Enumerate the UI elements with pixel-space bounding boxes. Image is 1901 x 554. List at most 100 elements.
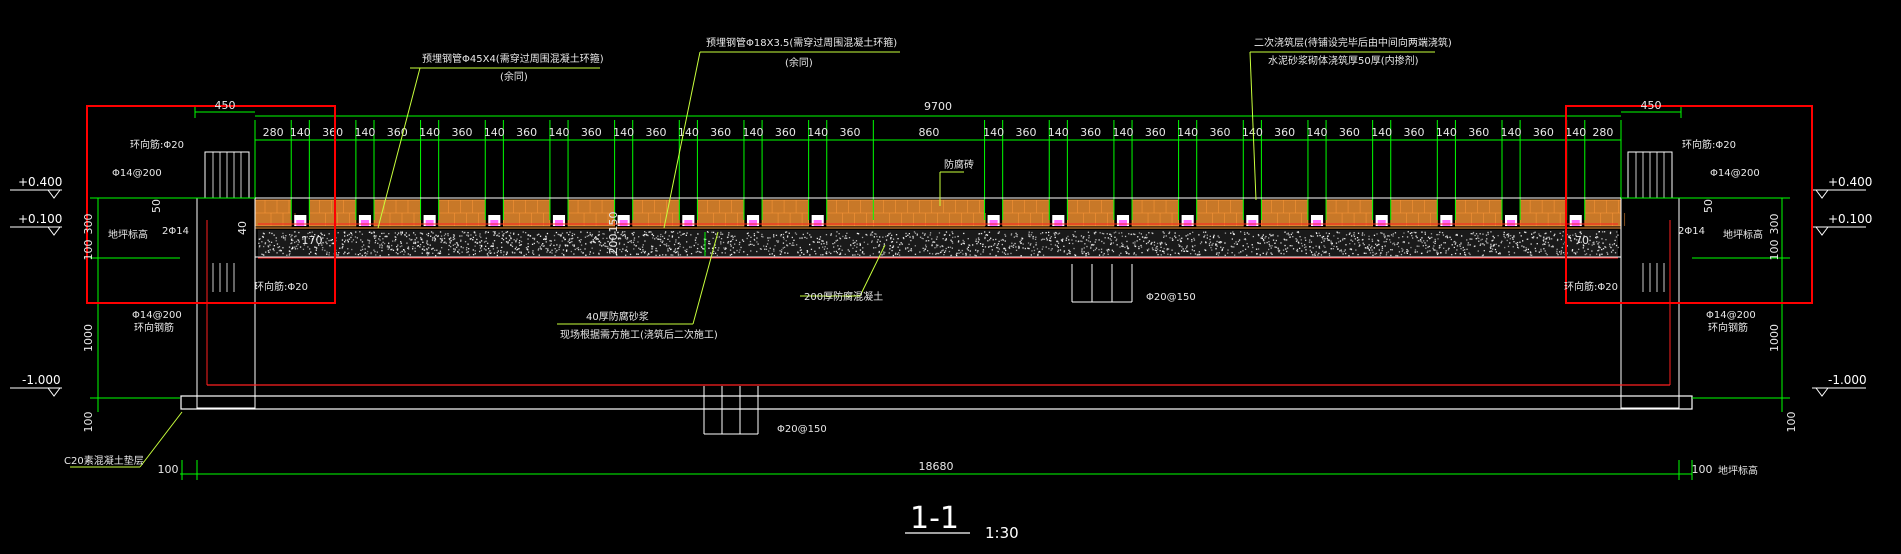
concrete-speck xyxy=(1506,234,1508,236)
concrete-speck xyxy=(1178,243,1180,246)
concrete-speck xyxy=(733,251,735,253)
concrete-speck xyxy=(748,244,750,246)
concrete-speck xyxy=(1187,234,1189,236)
concrete-speck xyxy=(437,235,439,237)
concrete-speck xyxy=(1134,233,1136,236)
concrete-speck xyxy=(1133,233,1135,235)
concrete-speck xyxy=(1351,235,1353,237)
concrete-speck xyxy=(426,251,428,254)
concrete-speck xyxy=(1354,243,1356,245)
concrete-speck xyxy=(368,239,370,242)
concrete-speck xyxy=(1544,243,1546,245)
concrete-speck xyxy=(381,232,383,235)
concrete-speck xyxy=(1445,252,1447,254)
concrete-speck xyxy=(1010,234,1012,236)
concrete-speck xyxy=(480,249,483,252)
concrete-speck xyxy=(876,241,878,243)
concrete-speck xyxy=(1171,237,1173,239)
concrete-speck xyxy=(1535,250,1537,252)
concrete-speck xyxy=(838,248,840,250)
concrete-speck xyxy=(1453,241,1455,243)
concrete-speck xyxy=(746,254,749,256)
concrete-speck xyxy=(289,234,291,236)
concrete-speck xyxy=(1479,233,1481,235)
concrete-speck xyxy=(1140,233,1142,235)
concrete-speck xyxy=(1486,238,1488,240)
concrete-speck xyxy=(325,241,327,243)
concrete-speck xyxy=(1350,248,1353,251)
concrete-speck xyxy=(786,245,789,247)
concrete-speck xyxy=(1585,253,1588,255)
concrete-speck xyxy=(509,235,511,237)
concrete-speck xyxy=(1559,232,1561,234)
concrete-speck xyxy=(969,250,971,252)
concrete-speck xyxy=(594,237,596,239)
elevation-markers xyxy=(10,189,1866,397)
concrete-speck xyxy=(984,231,986,233)
concrete-speck xyxy=(986,234,988,236)
concrete-speck xyxy=(656,250,658,252)
concrete-speck xyxy=(1459,245,1461,247)
concrete-speck xyxy=(945,247,947,250)
concrete-speck xyxy=(1414,249,1417,251)
concrete-speck xyxy=(291,238,293,240)
concrete-speck xyxy=(1378,249,1380,251)
concrete-speck xyxy=(1311,254,1314,256)
concrete-speck xyxy=(722,241,725,244)
concrete-speck xyxy=(513,233,515,235)
concrete-speck xyxy=(1080,240,1082,242)
concrete-speck xyxy=(1206,237,1208,239)
concrete-speck xyxy=(690,246,692,248)
concrete-speck xyxy=(452,244,454,246)
concrete-speck xyxy=(756,241,758,243)
concrete-speck xyxy=(682,233,684,235)
concrete-speck xyxy=(1127,247,1129,249)
concrete-speck xyxy=(646,234,648,236)
label-concrete-200: 200厚防腐混凝土 xyxy=(804,290,883,303)
concrete-speck xyxy=(483,241,486,243)
concrete-speck xyxy=(1361,234,1363,236)
elev-right-mid: +0.100 xyxy=(1828,212,1872,226)
concrete-speck xyxy=(1277,235,1279,237)
concrete-speck xyxy=(1106,249,1108,251)
concrete-speck xyxy=(1312,235,1314,237)
concrete-speck xyxy=(626,237,629,239)
concrete-speck xyxy=(1376,245,1378,247)
concrete-speck xyxy=(1185,248,1187,250)
dim-segment-label: 360 xyxy=(840,126,861,139)
concrete-speck xyxy=(1603,231,1606,233)
concrete-speck xyxy=(289,253,291,255)
concrete-speck xyxy=(969,244,971,247)
concrete-speck xyxy=(1194,244,1196,247)
concrete-speck xyxy=(421,248,423,250)
concrete-speck xyxy=(844,253,846,255)
concrete-speck xyxy=(1014,242,1016,245)
concrete-speck xyxy=(1018,247,1020,249)
concrete-speck xyxy=(784,252,786,254)
concrete-speck xyxy=(942,245,944,248)
concrete-speck xyxy=(282,252,284,255)
concrete-speck xyxy=(1221,249,1223,252)
concrete-speck xyxy=(439,238,442,240)
concrete-speck xyxy=(854,254,856,256)
concrete-speck xyxy=(498,235,500,237)
concrete-speck xyxy=(443,234,446,237)
concrete-speck xyxy=(1503,235,1505,237)
dim-segment-label: 360 xyxy=(1080,126,1101,139)
concrete-speck xyxy=(619,249,621,251)
concrete-speck xyxy=(1065,239,1067,241)
concrete-speck xyxy=(1092,244,1094,246)
concrete-speck xyxy=(1464,251,1466,254)
concrete-speck xyxy=(610,250,612,253)
concrete-speck xyxy=(1107,237,1109,239)
concrete-speck xyxy=(1218,241,1220,243)
concrete-speck xyxy=(1409,232,1412,235)
concrete-speck xyxy=(1573,252,1575,254)
concrete-speck xyxy=(520,244,522,246)
concrete-speck xyxy=(1451,254,1453,256)
concrete-speck xyxy=(1508,251,1510,253)
concrete-speck xyxy=(561,252,563,255)
concrete-speck xyxy=(651,246,653,248)
concrete-speck xyxy=(988,231,991,233)
